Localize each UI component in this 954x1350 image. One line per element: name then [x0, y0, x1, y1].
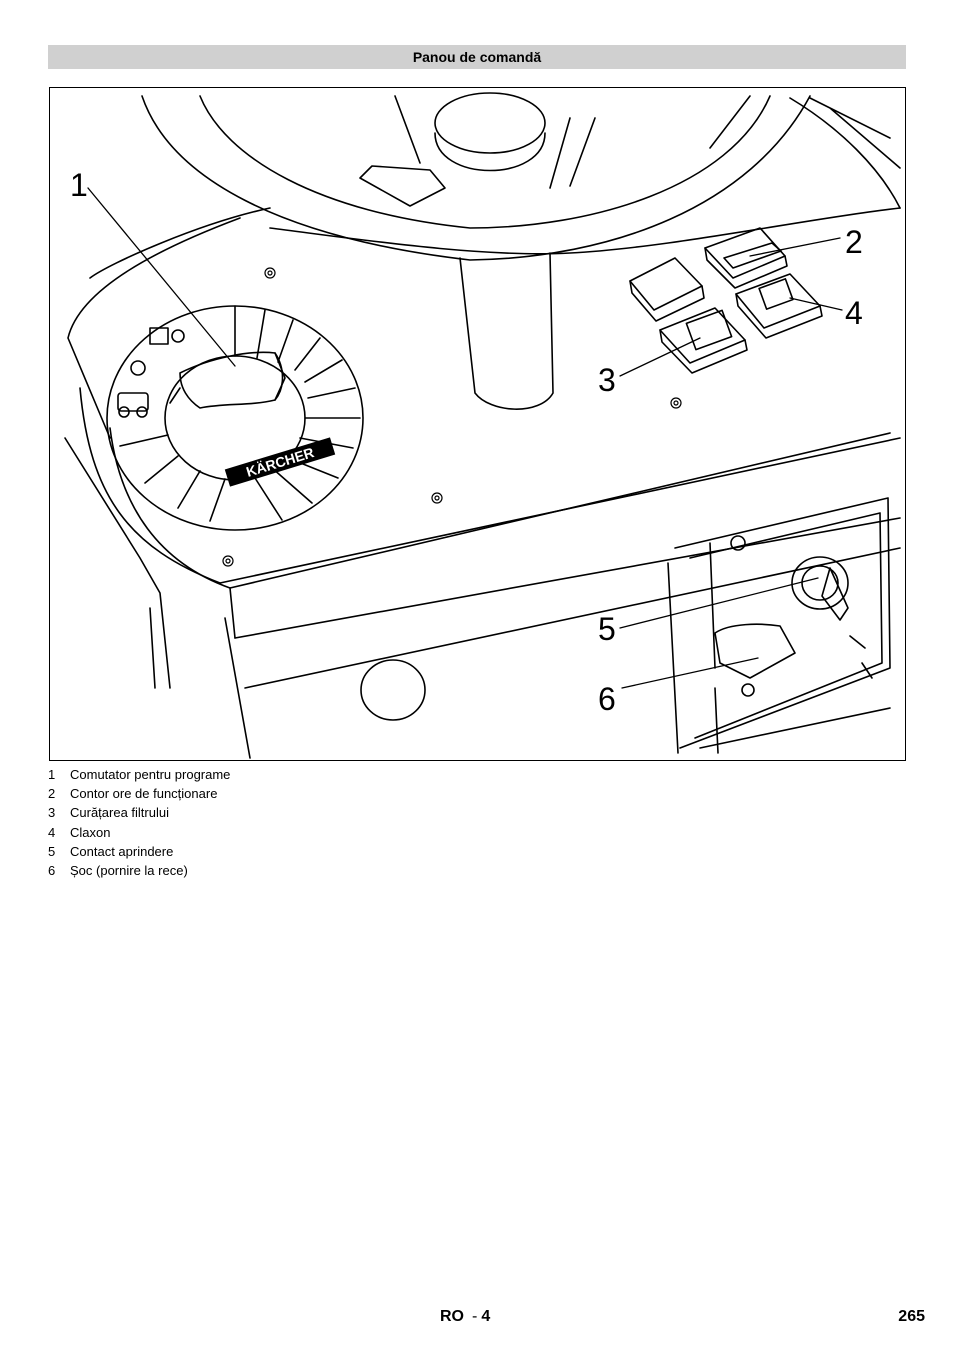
callout-5: 5 [598, 611, 616, 647]
steering-wheel [141, 92, 811, 410]
legend-label: Contact aprindere [70, 843, 174, 859]
legend-item: 3 Curățarea filtrului [48, 803, 230, 822]
footer-lang-page: 4 [481, 1308, 491, 1325]
legend-item: 6 Șoc (pornire la rece) [48, 861, 230, 880]
legend-label: Comutator pentru programe [70, 767, 231, 782]
legend-num: 3 [48, 805, 56, 821]
section-title: Panou de comandă [48, 45, 906, 69]
legend-num: 1 [48, 767, 56, 782]
program-selector [106, 305, 364, 531]
callout-3: 3 [598, 362, 616, 398]
legend-num: 4 [48, 824, 56, 840]
legend-label: Claxon [70, 824, 111, 840]
legend-label: Contor ore de funcționare [70, 786, 218, 802]
brand-label: KÄRCHER [224, 437, 336, 487]
callout-4: 4 [845, 295, 863, 331]
page-number: 265 [898, 1308, 925, 1325]
callout-leaders [87, 187, 843, 689]
callout-2: 2 [845, 224, 863, 260]
figure-legend: 1 Comutator pentru programe 2 Contor ore d… [48, 765, 230, 880]
button-cluster [629, 227, 823, 374]
callout-6: 6 [598, 681, 616, 717]
legend-item: 2 Contor ore de funcționare [48, 784, 230, 803]
legend-label: Curățarea filtrului [70, 805, 169, 821]
legend-label: Șoc (pornire la rece) [70, 862, 188, 878]
legend-num: 5 [48, 843, 56, 859]
footer-language-page: RO-4 [440, 1308, 491, 1325]
legend-item: 5 Contact aprindere [48, 842, 230, 861]
legend-num: 6 [48, 862, 56, 878]
legend-item: 1 Comutator pentru programe [48, 765, 230, 784]
footer-lang-code: RO [440, 1308, 464, 1325]
dashboard-body [64, 97, 901, 759]
callout-1: 1 [70, 167, 88, 203]
panel-screws [222, 267, 682, 567]
control-panel-figure: KÄRCHER [49, 87, 906, 761]
legend-num: 2 [48, 786, 56, 802]
legend-item: 4 Claxon [48, 823, 230, 842]
ignition-panel [667, 497, 891, 754]
